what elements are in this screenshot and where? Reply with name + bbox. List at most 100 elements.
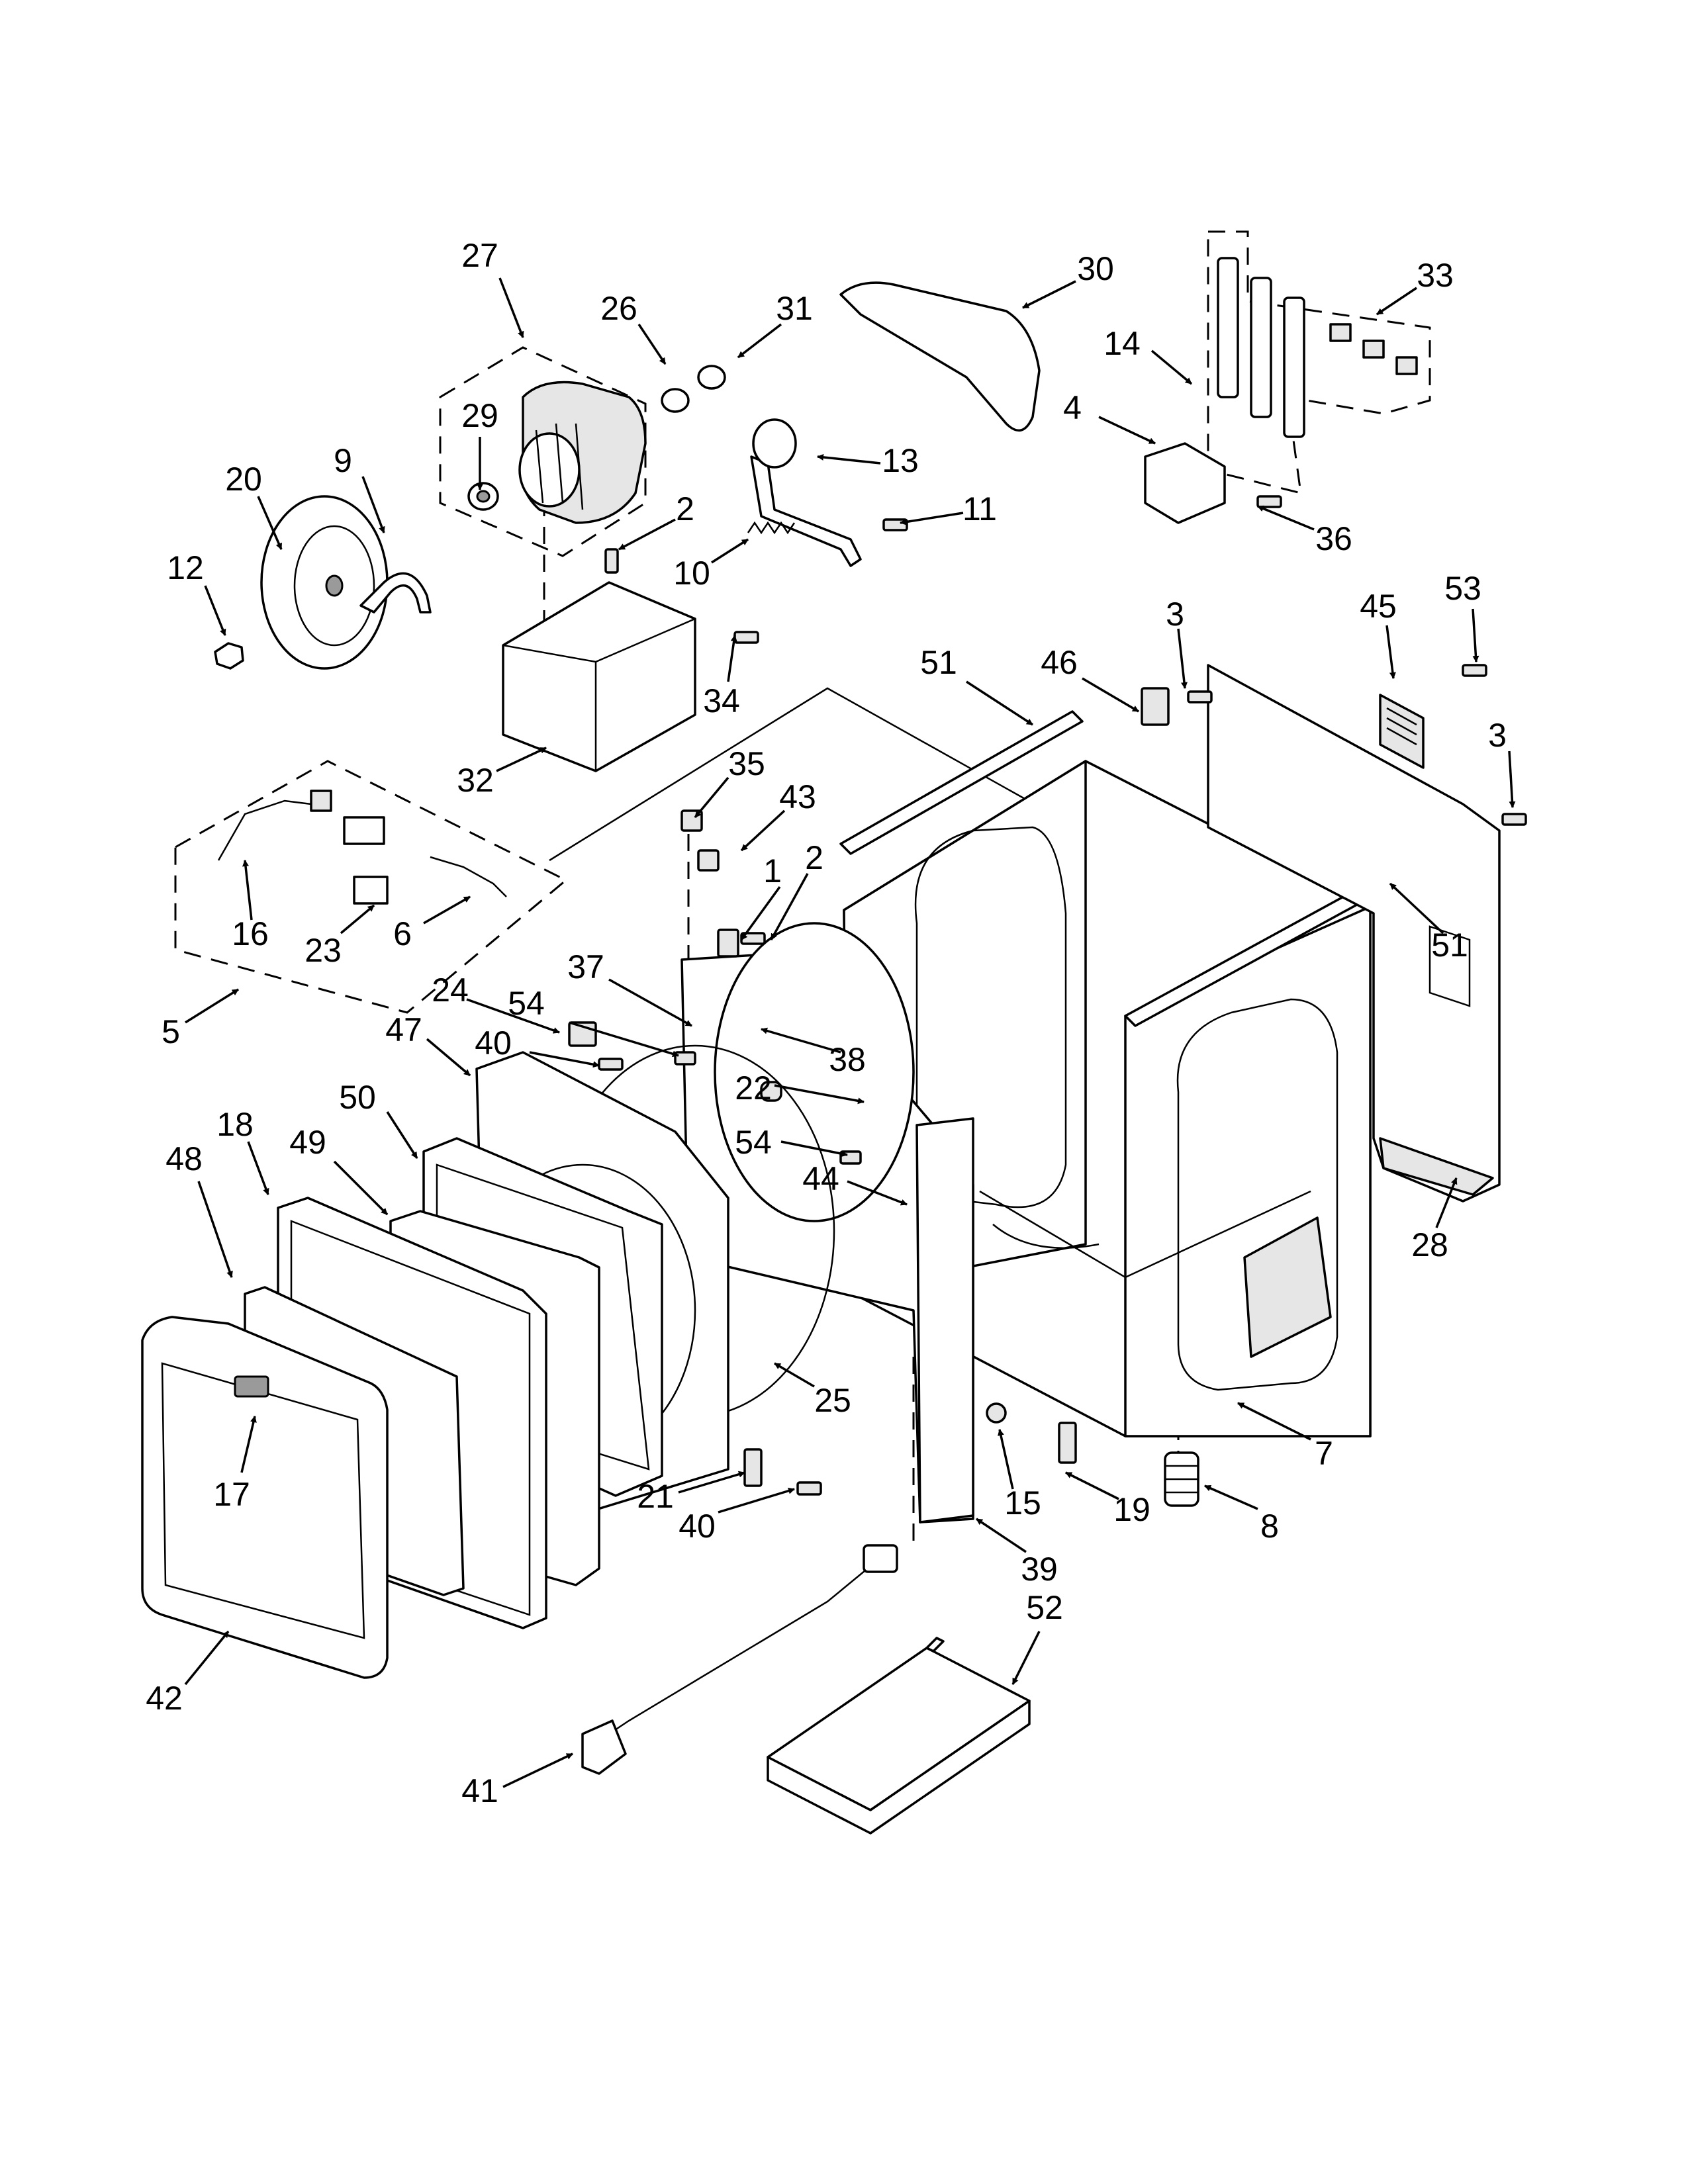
callout-label-6: 6 [393,915,412,952]
callout-leader-3 [1177,628,1188,689]
motor-mount-bracket [502,581,696,772]
callout-leader-13 [817,453,881,465]
callout-leader-15 [998,1429,1014,1490]
callout-label-18: 18 [216,1106,254,1143]
callout-label-44: 44 [802,1160,839,1197]
callout-leader-35 [694,776,729,819]
callout-leader-51 [966,680,1033,726]
callout-label-38: 38 [829,1041,866,1078]
drive-belt [839,281,1041,432]
callout-leader-51 [1389,882,1444,934]
callout-label-36: 36 [1315,520,1352,557]
callout-leader-1 [740,886,781,941]
callout-leader-32 [496,747,547,772]
callout-leader-4 [1098,416,1156,445]
callout-label-49: 49 [289,1124,326,1161]
rear-panel [1207,664,1501,1203]
callout-label-21: 21 [637,1478,674,1515]
callout-leader-5 [185,988,239,1024]
callout-label-2: 2 [676,490,694,527]
harness-parts [217,790,507,905]
callout-leader-23 [340,904,375,934]
callout-label-37: 37 [567,948,604,985]
callout-leader-18 [247,1141,269,1195]
motor-bearing-a [661,388,690,413]
callout-label-46: 46 [1041,644,1078,681]
callout-leader-46 [1082,677,1139,713]
callout-label-32: 32 [457,762,494,799]
callout-label-40: 40 [475,1024,512,1062]
callout-leader-47 [426,1038,471,1077]
callout-layer: 1223345678910111213141516171819202122232… [146,237,1516,1809]
callout-label-7: 7 [1315,1435,1333,1472]
thermostat-set [1217,257,1305,438]
callout-leader-19 [1065,1471,1119,1500]
callout-leader-3 [1508,751,1516,808]
motor-bearing-b [697,365,726,390]
drive-motor [518,381,647,524]
callout-label-29: 29 [461,397,498,434]
wire-connectors [1329,323,1418,375]
callout-label-35: 35 [728,745,765,782]
cabinet [843,760,1372,1437]
front-bulkhead [680,922,974,1524]
callout-leader-54 [780,1140,848,1158]
callout-leader-25 [774,1362,815,1388]
door-outer-panel [141,1316,389,1679]
blower-wheel [260,495,389,670]
callout-leader-39 [976,1518,1027,1553]
callout-leader-41 [502,1752,573,1788]
callout-label-19: 19 [1113,1491,1150,1528]
callout-leader-17 [240,1416,257,1473]
power-cord [581,1544,898,1775]
callout-leader-40 [529,1051,600,1068]
callout-leader-43 [740,809,786,852]
callout-leader-54 [569,1021,679,1058]
callout-label-33: 33 [1417,257,1454,294]
callout-leader-2 [618,518,676,551]
callout-leader-50 [386,1111,418,1159]
callout-leader-33 [1376,287,1417,316]
callout-leader-42 [184,1630,230,1686]
callout-label-22: 22 [735,1069,772,1107]
callout-leader-20 [257,496,283,550]
callout-label-53: 53 [1444,570,1481,607]
callout-leader-2 [770,873,809,940]
callout-leader-9 [361,476,385,533]
drive-motor-group-outline [439,346,647,557]
callout-leader-49 [333,1160,389,1216]
callout-leader-53 [1472,608,1479,662]
callout-label-30: 30 [1077,250,1114,287]
callout-label-28: 28 [1411,1226,1448,1263]
callout-label-27: 27 [461,237,498,274]
blower-nut [214,642,244,670]
callout-label-8: 8 [1260,1508,1279,1545]
callout-label-39: 39 [1021,1551,1058,1588]
callout-leader-52 [1011,1631,1041,1685]
motor-pulley [467,482,499,511]
callout-label-45: 45 [1360,588,1397,625]
callout-label-50: 50 [339,1079,376,1116]
callout-label-5: 5 [162,1013,180,1050]
callout-label-54: 54 [735,1124,772,1161]
callout-leader-40 [718,1487,795,1514]
callout-label-26: 26 [600,290,637,327]
callout-label-14: 14 [1103,325,1141,362]
vent-plate [1379,694,1425,769]
callout-leader-11 [900,512,964,525]
callout-leader-45 [1385,625,1396,679]
callout-label-17: 17 [213,1476,250,1513]
callout-leader-48 [197,1181,233,1278]
callout-leader-7 [1237,1402,1311,1441]
callout-label-24: 24 [432,972,469,1009]
callout-leader-6 [423,895,471,925]
callout-label-51: 51 [920,644,957,681]
leveling-leg [1164,1451,1199,1507]
motor-clamp [359,572,432,614]
callout-label-31: 31 [776,290,813,327]
toe-kick-panel [767,1637,1031,1835]
callout-label-3: 3 [1166,596,1184,633]
callout-leader-24 [466,998,560,1034]
callout-label-1: 1 [763,852,782,889]
callout-leader-31 [737,323,782,359]
